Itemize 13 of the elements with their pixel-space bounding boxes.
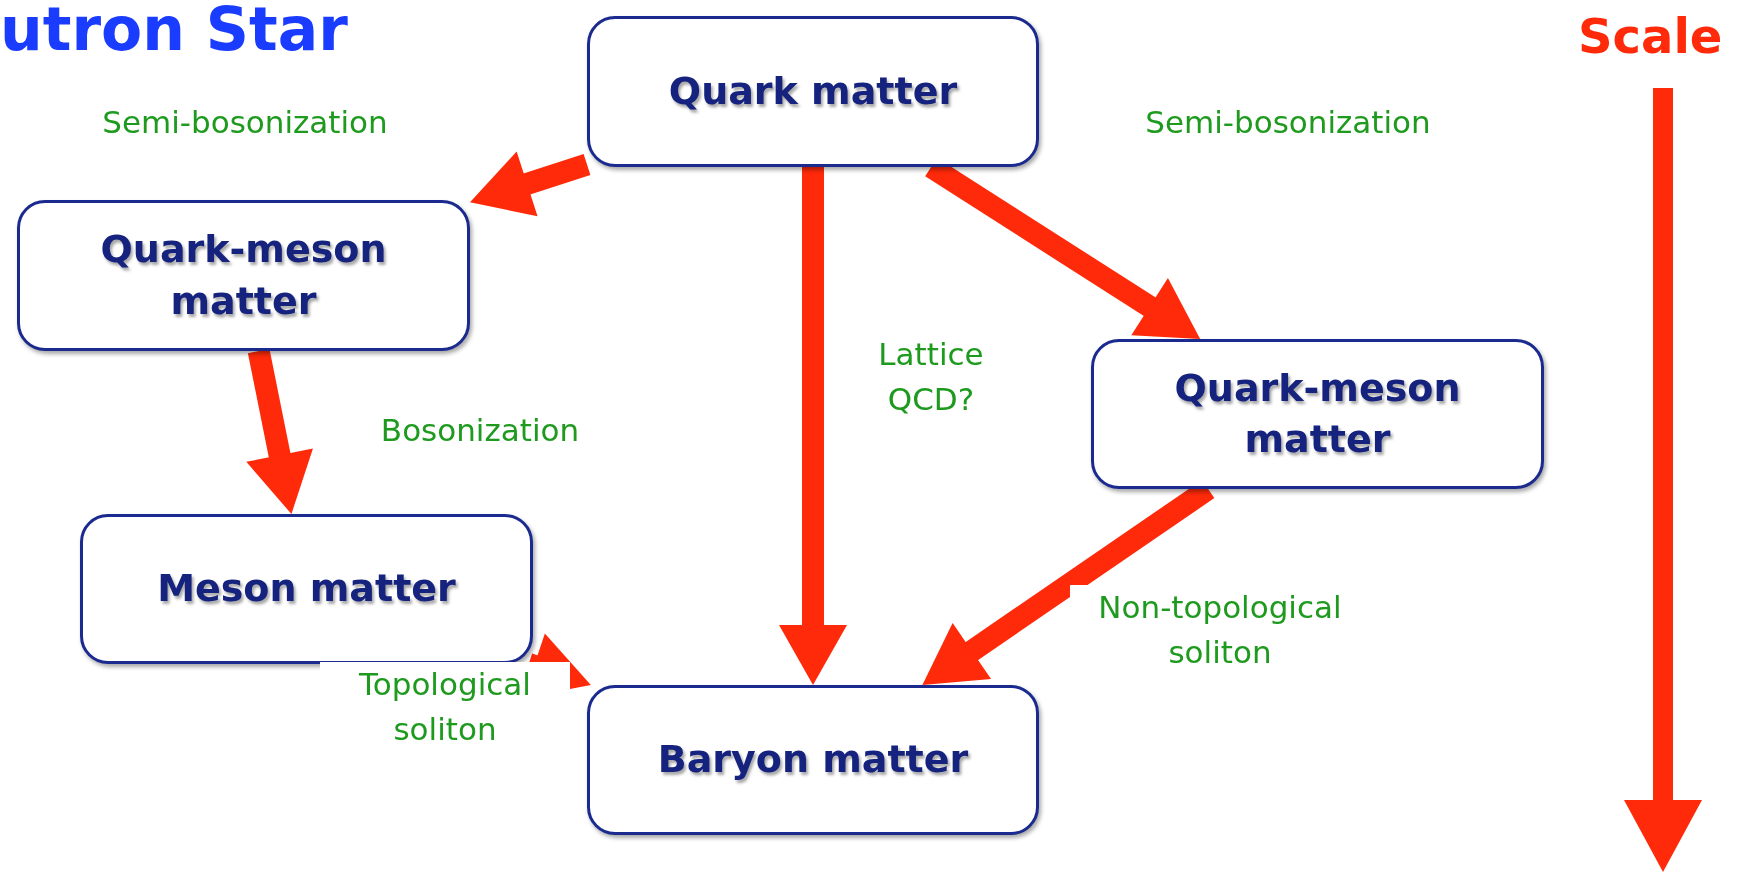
title: utron Star	[0, 0, 348, 64]
box-label: Baryon matter	[656, 736, 970, 784]
axis-label: Scale	[1578, 8, 1723, 64]
process-box	[17, 200, 470, 351]
box-label: Quark-meson matter	[99, 226, 388, 325]
process-box	[587, 16, 1039, 167]
box-label: Quark matter	[667, 67, 959, 115]
box-label: Quark-meson matter	[1173, 364, 1462, 463]
process-box	[80, 514, 533, 664]
process-box	[587, 685, 1039, 835]
box-label: Meson matter	[156, 565, 457, 613]
process-box	[1091, 339, 1544, 489]
arrow	[779, 167, 847, 685]
